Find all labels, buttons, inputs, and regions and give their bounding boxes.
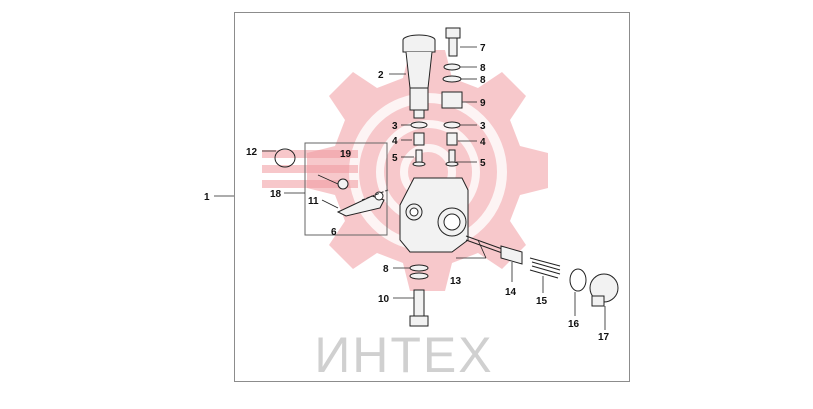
watermark-text: ИНТЕХ (314, 327, 493, 383)
callout-19: 19 (340, 149, 352, 160)
callout-14: 14 (505, 287, 517, 298)
callout-16: 16 (568, 319, 580, 330)
diagram-frame (234, 12, 630, 382)
callout-17: 17 (598, 332, 610, 343)
pump-body-part (399, 177, 469, 253)
callout-13: 13 (450, 276, 462, 287)
plunger-parts (465, 235, 619, 307)
callout-3-left: 3 (392, 121, 398, 132)
bottom-parts (409, 264, 429, 327)
watermark-gear (307, 50, 548, 291)
callout-11: 11 (308, 196, 319, 207)
callout-12: 12 (246, 147, 258, 158)
callout-4-right: 4 (480, 137, 486, 148)
filter-cup-part (402, 34, 436, 119)
callout-8-a: 8 (480, 63, 486, 74)
callout-8-lower: 8 (383, 264, 389, 275)
callout-6: 6 (331, 227, 337, 238)
callout-4-left: 4 (392, 136, 398, 147)
watermark-stripes (262, 150, 358, 188)
callout-10: 10 (378, 294, 390, 305)
callout-8-b: 8 (480, 75, 486, 86)
bolt-part (445, 27, 461, 57)
callout-7: 7 (480, 43, 486, 54)
callout-5-left: 5 (392, 153, 398, 164)
callout-15: 15 (536, 296, 548, 307)
callout-18: 18 (270, 189, 282, 200)
callout-9: 9 (480, 98, 486, 109)
callout-2: 2 (378, 70, 384, 81)
leader-lines (214, 46, 606, 330)
callout-labels: 1 2 3 4 5 6 7 8 8 9 3 4 5 12 19 18 11 8 … (204, 43, 610, 343)
lever-assembly-part (336, 178, 389, 217)
callout-5-right: 5 (480, 158, 486, 169)
o-ring-part (274, 148, 296, 168)
lever-assembly-box (304, 142, 388, 236)
callout-3-right: 3 (480, 121, 486, 132)
callout-1: 1 (204, 192, 210, 203)
